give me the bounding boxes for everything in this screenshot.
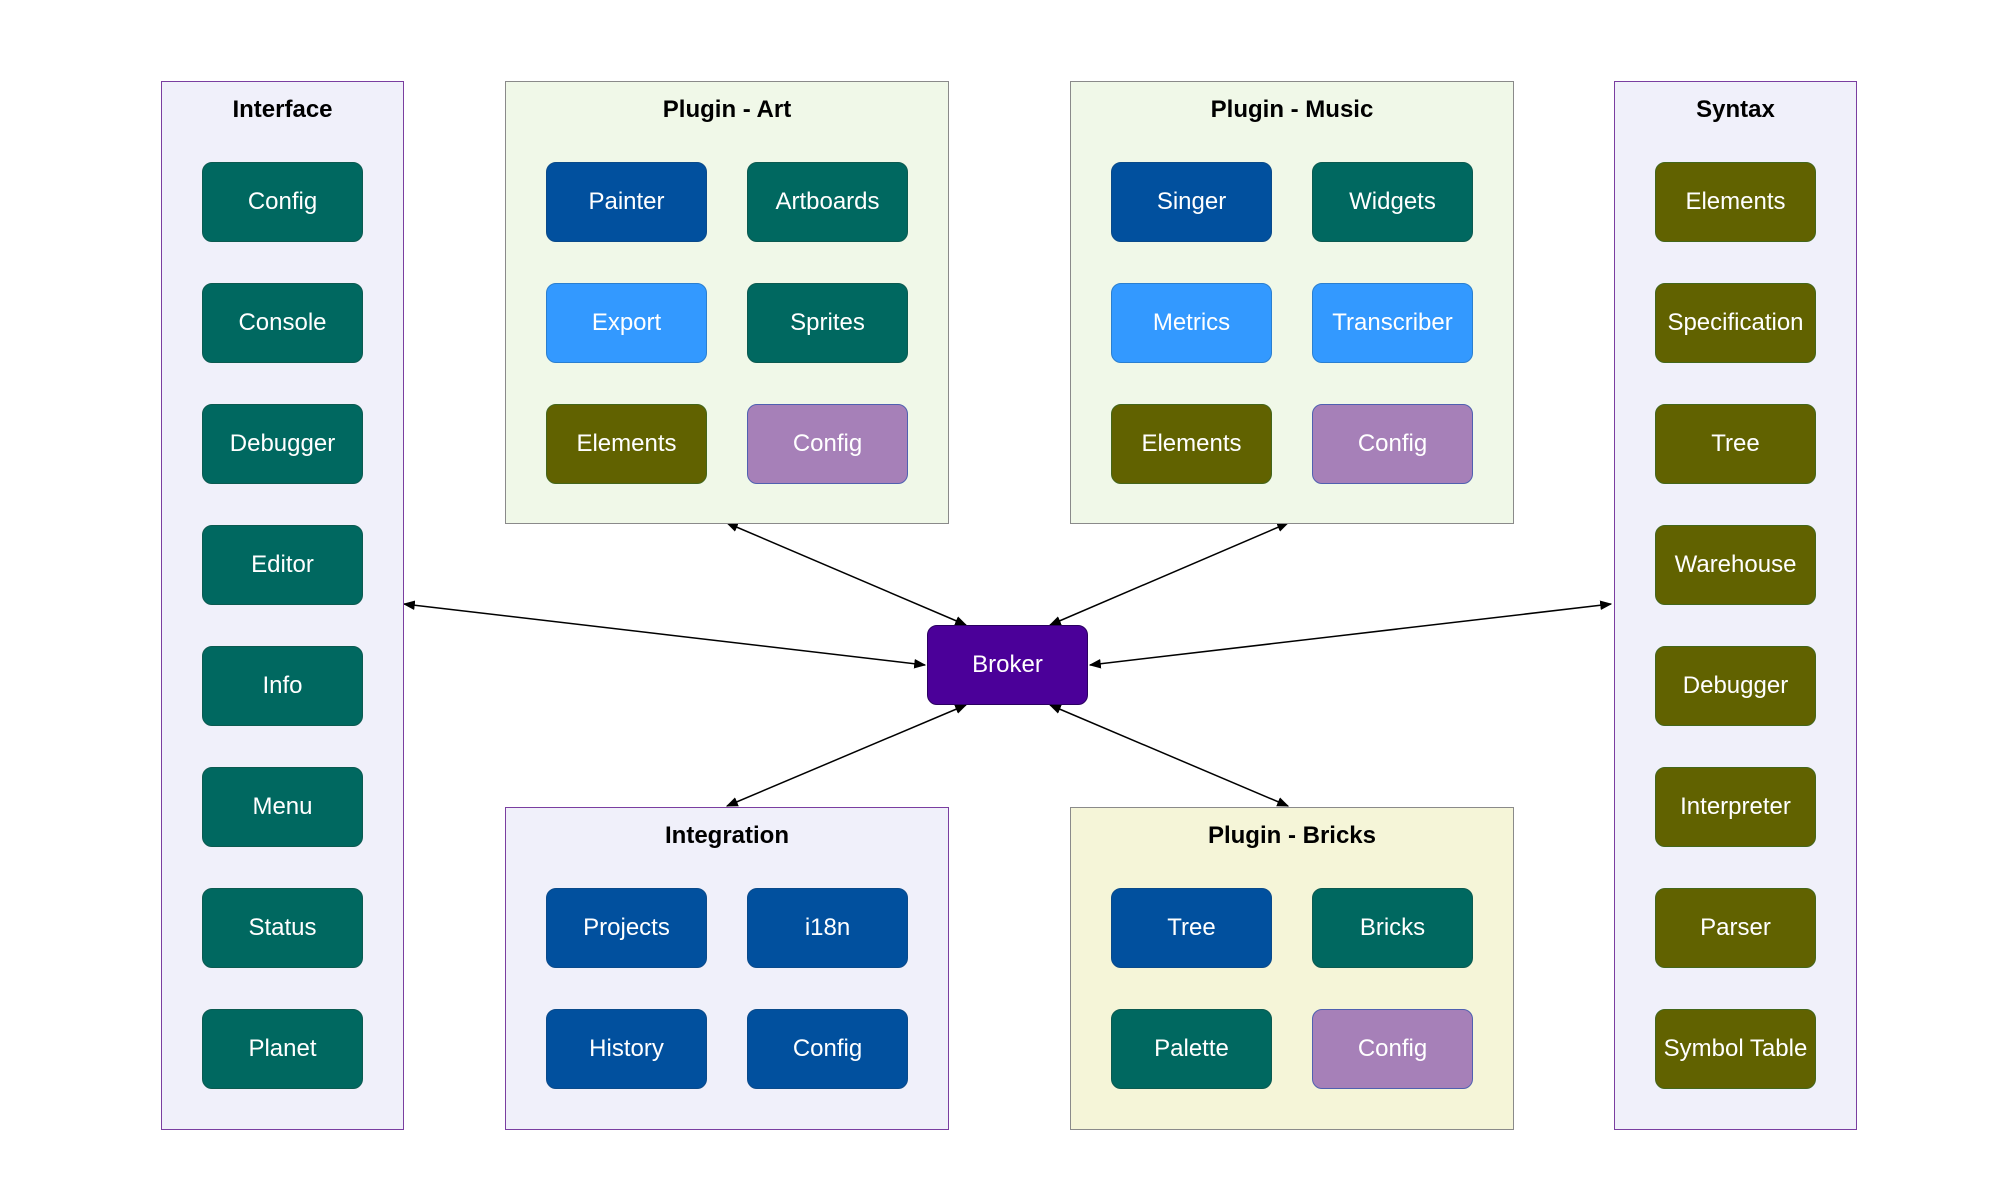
node-music-transcriber[interactable]: Transcriber	[1312, 283, 1473, 363]
group-syntax: Syntax Elements Specification Tree Wareh…	[1614, 81, 1857, 1130]
node-syntax-tree[interactable]: Tree	[1655, 404, 1816, 484]
node-art-elements[interactable]: Elements	[546, 404, 707, 484]
node-music-config[interactable]: Config	[1312, 404, 1473, 484]
node-syntax-parser[interactable]: Parser	[1655, 888, 1816, 968]
edge-broker-syntax	[1088, 600, 1613, 669]
node-art-sprites[interactable]: Sprites	[747, 283, 908, 363]
node-music-metrics[interactable]: Metrics	[1111, 283, 1272, 363]
node-syntax-elements[interactable]: Elements	[1655, 162, 1816, 242]
node-integration-i18n[interactable]: i18n	[747, 888, 908, 968]
node-interface-debugger[interactable]: Debugger	[202, 404, 363, 484]
node-bricks-bricks[interactable]: Bricks	[1312, 888, 1473, 968]
node-interface-config[interactable]: Config	[202, 162, 363, 242]
node-syntax-debugger[interactable]: Debugger	[1655, 646, 1816, 726]
node-art-painter[interactable]: Painter	[546, 162, 707, 242]
node-syntax-specification[interactable]: Specification	[1655, 283, 1816, 363]
node-music-widgets[interactable]: Widgets	[1312, 162, 1473, 242]
group-title-plugin-bricks: Plugin - Bricks	[1207, 822, 1377, 849]
node-interface-status[interactable]: Status	[202, 888, 363, 968]
node-interface-editor[interactable]: Editor	[202, 525, 363, 605]
edge-broker-interface	[402, 600, 927, 669]
group-interface: Interface Config Console Debugger Editor…	[161, 81, 404, 1130]
node-interface-menu[interactable]: Menu	[202, 767, 363, 847]
node-syntax-symbol-table[interactable]: Symbol Table	[1655, 1009, 1816, 1089]
node-music-elements[interactable]: Elements	[1111, 404, 1272, 484]
group-title-interface: Interface	[232, 96, 333, 123]
edge-broker-integration	[725, 704, 968, 807]
edge-broker-plugin-music	[1048, 522, 1290, 626]
group-plugin-bricks: Plugin - Bricks Tree Bricks Palette Conf…	[1070, 807, 1514, 1130]
group-title-plugin-music: Plugin - Music	[1210, 96, 1374, 123]
edge-broker-plugin-art	[725, 522, 968, 626]
edge-broker-plugin-bricks	[1048, 704, 1290, 807]
node-syntax-interpreter[interactable]: Interpreter	[1655, 767, 1816, 847]
node-bricks-config[interactable]: Config	[1312, 1009, 1473, 1089]
group-title-plugin-art: Plugin - Art	[662, 96, 792, 123]
node-integration-projects[interactable]: Projects	[546, 888, 707, 968]
node-integration-history[interactable]: History	[546, 1009, 707, 1089]
group-title-integration: Integration	[665, 822, 789, 849]
node-syntax-warehouse[interactable]: Warehouse	[1655, 525, 1816, 605]
group-plugin-art: Plugin - Art Painter Artboards Export Sp…	[505, 81, 949, 524]
node-interface-planet[interactable]: Planet	[202, 1009, 363, 1089]
group-integration: Integration Projects i18n History Config	[505, 807, 949, 1130]
node-bricks-tree[interactable]: Tree	[1111, 888, 1272, 968]
node-interface-console[interactable]: Console	[202, 283, 363, 363]
broker-node[interactable]: Broker	[927, 625, 1088, 705]
node-integration-config[interactable]: Config	[747, 1009, 908, 1089]
node-art-config[interactable]: Config	[747, 404, 908, 484]
group-plugin-music: Plugin - Music Singer Widgets Metrics Tr…	[1070, 81, 1514, 524]
node-music-singer[interactable]: Singer	[1111, 162, 1272, 242]
node-interface-info[interactable]: Info	[202, 646, 363, 726]
node-art-export[interactable]: Export	[546, 283, 707, 363]
node-bricks-palette[interactable]: Palette	[1111, 1009, 1272, 1089]
group-title-syntax: Syntax	[1696, 96, 1775, 123]
node-art-artboards[interactable]: Artboards	[747, 162, 908, 242]
